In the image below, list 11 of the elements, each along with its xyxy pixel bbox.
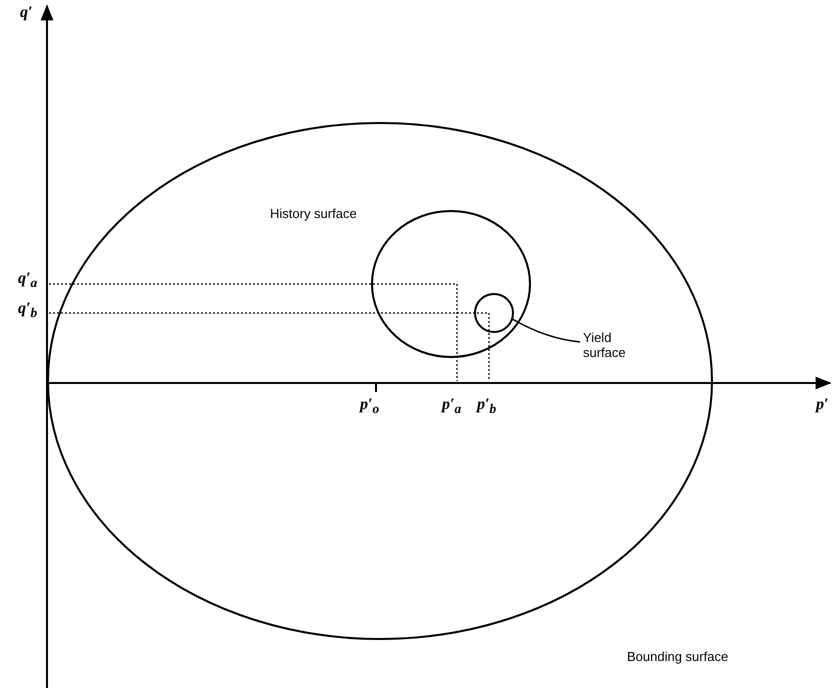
- axis-label: p′: [816, 396, 828, 414]
- axis-label: q′$_{a}$: [18, 270, 38, 292]
- axis-label: p′$_{a}$: [442, 396, 462, 418]
- axis-label: q′$_{b}$: [18, 300, 38, 322]
- axis-label: p′$_{b}$: [477, 396, 496, 418]
- axis-label: q′: [20, 4, 32, 22]
- surface-label: Bounding surface: [627, 649, 728, 664]
- surface-label: Yield surface: [583, 330, 627, 360]
- axis-label: p′$_{o}$: [360, 396, 380, 418]
- leader-line: [512, 318, 580, 343]
- surface-label: History surface: [270, 206, 357, 221]
